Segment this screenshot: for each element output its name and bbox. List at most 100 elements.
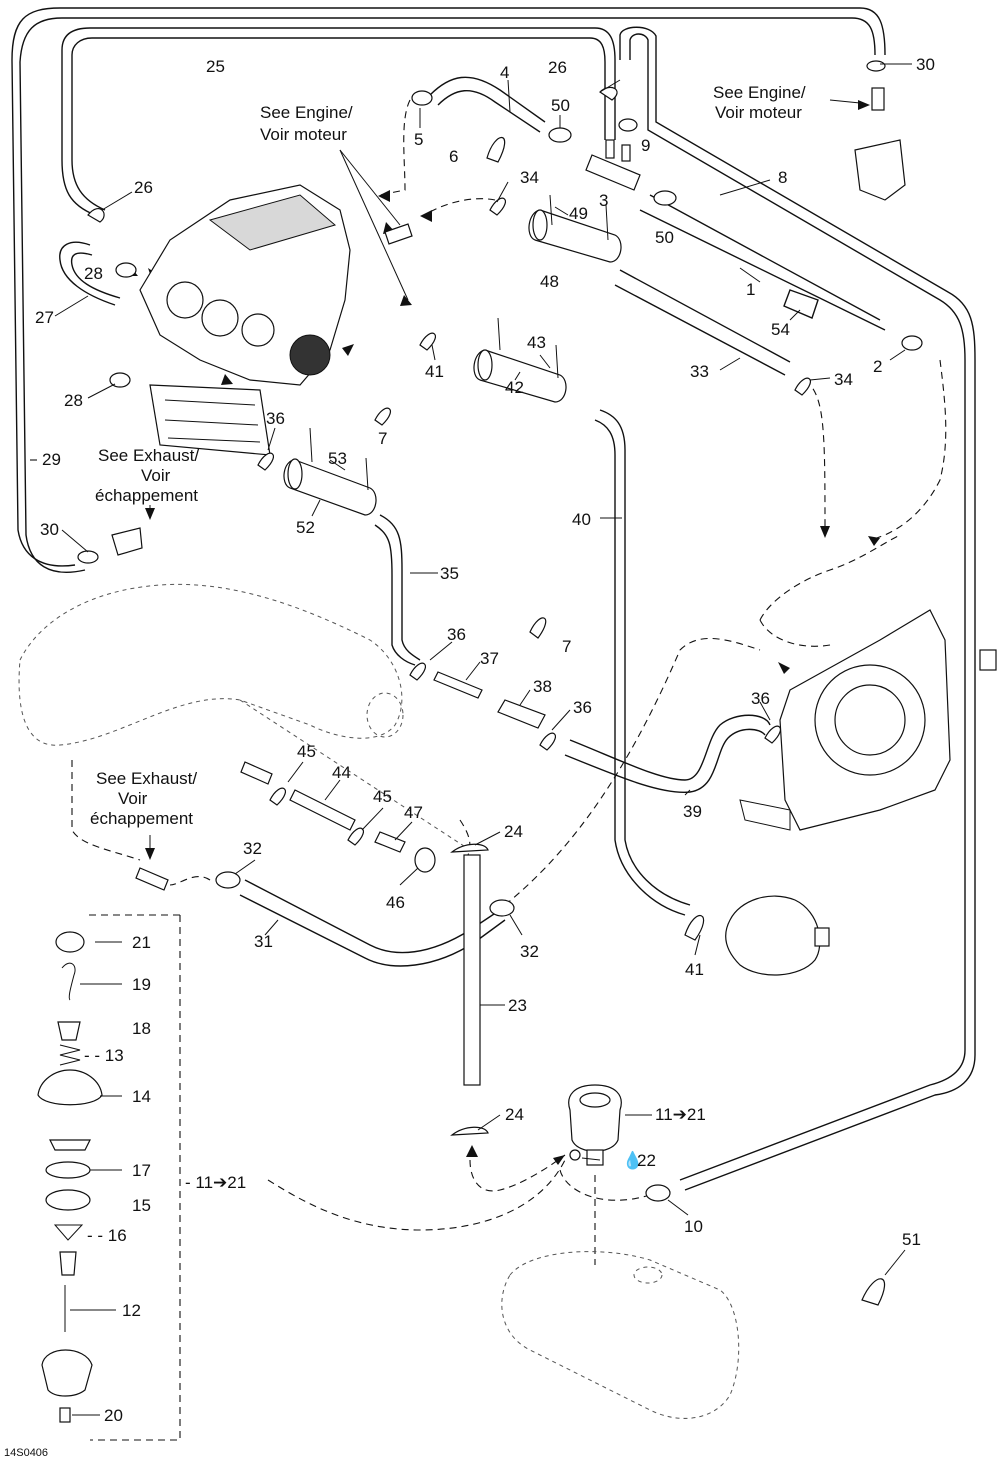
clamp-9 bbox=[618, 118, 638, 132]
arrow-1 bbox=[378, 190, 390, 202]
route-24 bbox=[459, 819, 471, 856]
strap-43b bbox=[555, 344, 559, 379]
expansion-tank-fitting bbox=[814, 927, 830, 947]
callout-17: 17 bbox=[132, 1161, 151, 1180]
hose-35-inner bbox=[374, 524, 416, 666]
note-engine-1-line2: Voir moteur bbox=[260, 125, 347, 144]
clamp-26b bbox=[599, 86, 618, 101]
route-pump bbox=[759, 534, 901, 621]
clamp-41a bbox=[419, 332, 436, 351]
clamp-7a bbox=[374, 407, 391, 426]
note-exhaust-1-line3: échappement bbox=[95, 486, 198, 505]
callout-26-left: 26 bbox=[134, 178, 153, 197]
callout-labels: 25 4 26 30 5 6 50 9 3 8 26 34 49 50 28 4… bbox=[35, 55, 935, 1425]
hose-8 bbox=[629, 33, 966, 1181]
spring-clip-19 bbox=[61, 962, 76, 1001]
route-pump-b bbox=[759, 619, 831, 647]
callout-21: 21 bbox=[132, 933, 151, 952]
callout-41-top: 41 bbox=[425, 362, 444, 381]
callout-36-mid: 36 bbox=[447, 625, 466, 644]
hoses bbox=[11, 7, 976, 1191]
clamp-45a bbox=[269, 787, 286, 806]
clamp-28a bbox=[115, 262, 137, 278]
callout-12: 12 bbox=[122, 1301, 141, 1320]
part-52-end bbox=[287, 458, 303, 490]
washer-16 bbox=[53, 1224, 84, 1241]
clamp-30b bbox=[866, 60, 886, 72]
callout-53: 53 bbox=[328, 449, 347, 468]
callout-3: 3 bbox=[599, 191, 608, 210]
callout-52: 52 bbox=[296, 518, 315, 537]
callout-2: 2 bbox=[873, 357, 882, 376]
callout-11-21-left: - 11➔21 bbox=[185, 1173, 246, 1192]
callout-16: - - 16 bbox=[87, 1226, 127, 1245]
route-34b bbox=[804, 379, 826, 536]
exhaust-fitting-b bbox=[135, 867, 169, 891]
callout-43: 43 bbox=[527, 333, 546, 352]
callout-45-right: 45 bbox=[373, 787, 392, 806]
fuel-tank-neck bbox=[633, 1266, 663, 1284]
exhaust-pipe-ghost bbox=[18, 583, 471, 851]
callout-37: 37 bbox=[480, 649, 499, 668]
hose-23 bbox=[463, 854, 481, 1086]
callout-6: 6 bbox=[449, 147, 458, 166]
spring-13 bbox=[59, 1044, 81, 1066]
engine-port-1 bbox=[166, 281, 204, 319]
callout-36-right: 36 bbox=[751, 689, 770, 708]
plug-18 bbox=[57, 1021, 81, 1041]
leader-engine-a bbox=[339, 149, 401, 226]
callout-28-bottom: 28 bbox=[64, 391, 83, 410]
part-3-stem-b bbox=[621, 144, 631, 162]
strap-49a bbox=[549, 194, 553, 226]
base bbox=[41, 1349, 93, 1397]
engine-head bbox=[208, 194, 337, 251]
route-34 bbox=[424, 198, 496, 216]
seal-15 bbox=[45, 1189, 91, 1211]
clamp-7b bbox=[529, 617, 547, 639]
callout-50-mid: 50 bbox=[655, 228, 674, 247]
callout-54: 54 bbox=[771, 320, 790, 339]
clamp-32b bbox=[489, 899, 515, 917]
clamp-2 bbox=[901, 335, 923, 351]
part-42-end bbox=[477, 349, 493, 381]
exhaust-outlet bbox=[366, 692, 404, 738]
callout-42: 42 bbox=[505, 378, 524, 397]
part-3-stem bbox=[605, 139, 615, 159]
clamp-45b bbox=[347, 827, 364, 846]
strap-43a bbox=[497, 317, 501, 351]
arrow-16 bbox=[145, 848, 155, 860]
part-37-fitting bbox=[433, 671, 483, 699]
clamp-51 bbox=[861, 1278, 886, 1306]
route-2 bbox=[869, 359, 947, 541]
route-10 bbox=[559, 1169, 651, 1201]
arrow-7 bbox=[553, 1155, 565, 1165]
engine-port-2 bbox=[201, 299, 239, 337]
arrow-15 bbox=[145, 508, 155, 520]
callout-32-left: 32 bbox=[243, 839, 262, 858]
callout-50-top: 50 bbox=[551, 96, 570, 115]
hose-33 bbox=[619, 269, 791, 363]
hose-39 bbox=[569, 714, 771, 781]
clamp-50b bbox=[653, 190, 677, 206]
callout-49: 49 bbox=[569, 204, 588, 223]
arrow-4 bbox=[868, 536, 880, 546]
exhaust-fitting-a bbox=[240, 761, 273, 785]
clamp-30a bbox=[77, 550, 99, 564]
clamp-5 bbox=[411, 90, 433, 106]
route-exhaust bbox=[71, 760, 141, 861]
part-47-fitting bbox=[374, 831, 406, 853]
callout-38: 38 bbox=[533, 677, 552, 696]
pump-fitting bbox=[979, 649, 997, 671]
dashed-routes bbox=[30, 99, 947, 1265]
hose-29-inner bbox=[19, 17, 876, 574]
callout-18: 18 bbox=[132, 1019, 151, 1038]
note-exhaust-1-line2: Voir bbox=[141, 466, 171, 485]
valve-body bbox=[59, 1251, 77, 1276]
hose-27 bbox=[59, 241, 116, 306]
clamp-28b bbox=[109, 372, 131, 388]
route-32 bbox=[169, 876, 211, 886]
callout-30-top: 30 bbox=[916, 55, 935, 74]
route-11 bbox=[267, 1159, 566, 1231]
callout-28-top: 28 bbox=[84, 264, 103, 283]
